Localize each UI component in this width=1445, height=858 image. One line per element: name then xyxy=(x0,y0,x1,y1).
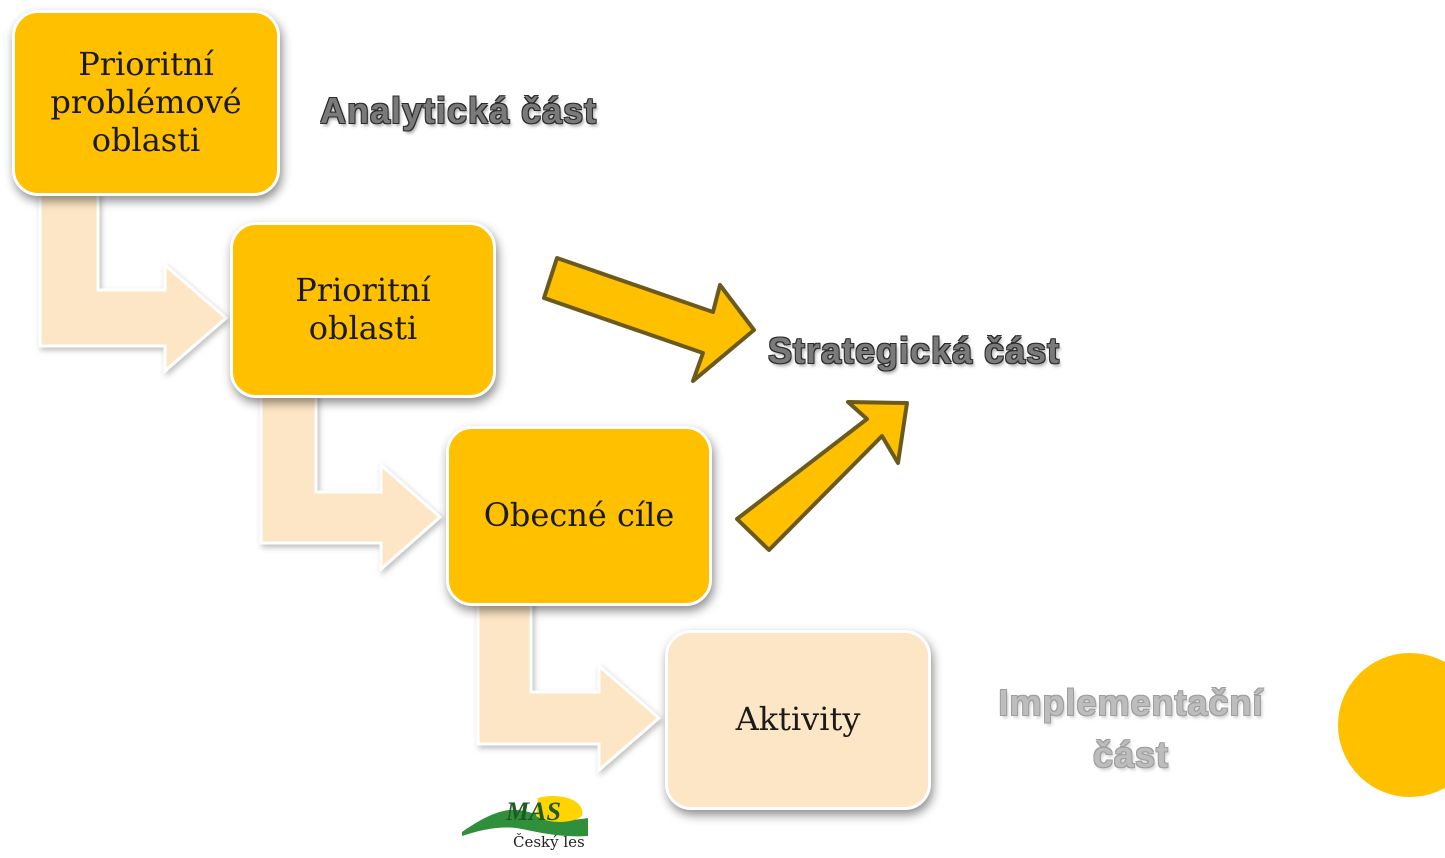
logo-caption: Český les xyxy=(513,833,585,851)
step-box-activities: Aktivity xyxy=(665,630,931,810)
logo-hills xyxy=(462,809,588,837)
step-label: Prioritní oblasti xyxy=(295,271,431,347)
connector-arrow-1 xyxy=(38,191,229,375)
phase-label-analytical: Analytická část xyxy=(320,90,598,131)
step-box-priority-problem-areas: Prioritní problémové oblasti xyxy=(12,10,280,196)
connector-arrow-2 xyxy=(259,391,443,573)
step-box-priority-areas: Prioritní oblasti xyxy=(230,222,496,398)
arrow-to-strategic-from-priority-areas xyxy=(542,256,756,383)
logo-mark: MAS xyxy=(505,797,561,826)
step-box-general-goals: Obecné cíle xyxy=(446,426,712,606)
step-label: Aktivity xyxy=(735,700,861,739)
phase-label-strategic: Strategická část xyxy=(768,330,1061,371)
logo-sun xyxy=(536,796,583,822)
mas-logo: MAS xyxy=(462,796,588,837)
arrow-to-strategic-from-general-goals xyxy=(735,400,909,552)
connector-arrow-3 xyxy=(476,596,662,774)
step-label: Obecné cíle xyxy=(483,496,675,535)
step-label: Prioritní problémové oblasti xyxy=(50,45,242,159)
decorative-circle xyxy=(1338,653,1445,797)
phase-label-implementation: Implementační část xyxy=(998,682,1264,776)
